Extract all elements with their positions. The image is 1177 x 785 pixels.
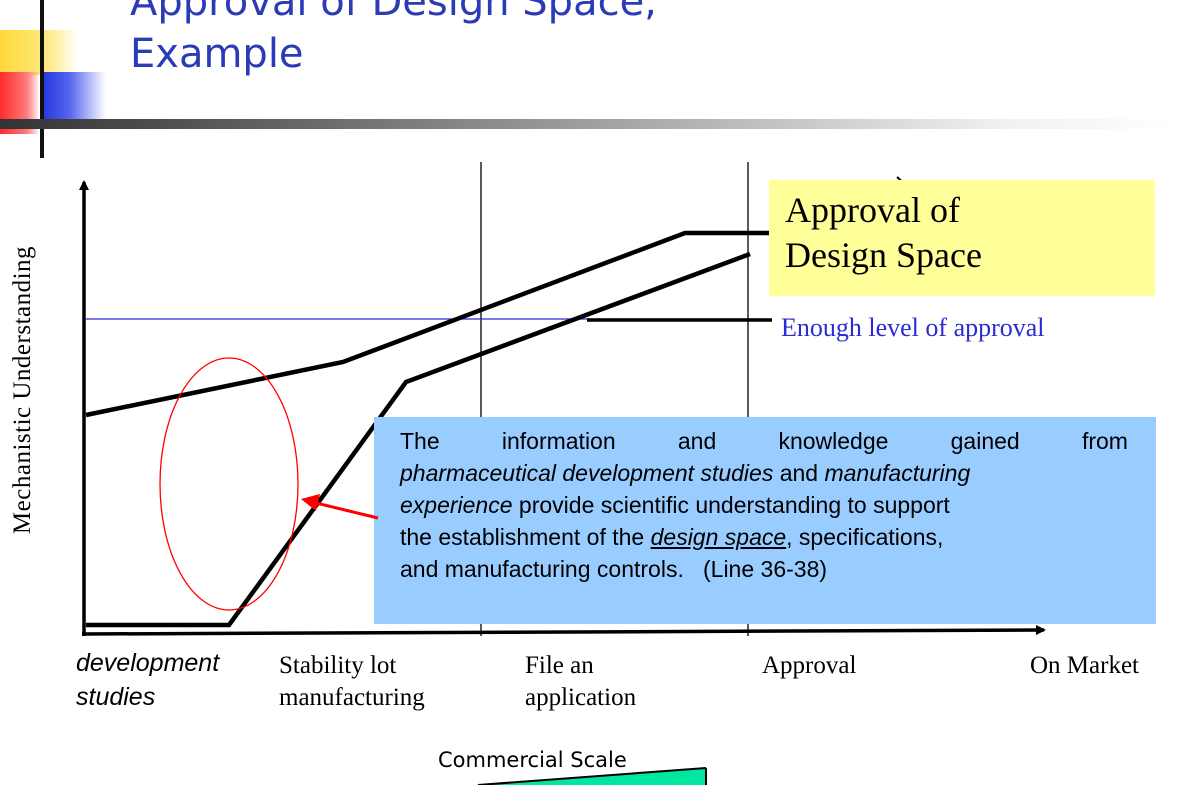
slide-title: Approval of Design Space, Example xyxy=(130,0,657,80)
info-italic-text: manufacturing xyxy=(824,460,971,486)
info-word: The xyxy=(400,428,440,454)
x-axis xyxy=(81,625,1046,636)
design-space-term: design space xyxy=(650,524,787,550)
highlight-ellipse xyxy=(159,357,299,611)
stage-label-market: On Market xyxy=(1030,650,1139,682)
title-line-1: Approval of Design Space, xyxy=(130,0,657,25)
title-line-2: Example xyxy=(130,31,304,77)
stage-label-stability: Stability lot manufacturing xyxy=(279,650,425,714)
stage-label-development: development studies xyxy=(76,646,219,714)
stage-label-line: Approval xyxy=(762,652,857,679)
commercial-scale-label: Commercial Scale xyxy=(438,748,627,772)
stage-label-line: studies xyxy=(76,683,156,711)
stage-label-line: On Market xyxy=(1030,652,1139,679)
info-line-5: and manufacturing controls. (Line 36-38) xyxy=(400,556,828,582)
info-line-3: experience provide scientific understand… xyxy=(400,489,1128,521)
info-text: provide scientific understanding to supp… xyxy=(512,492,950,518)
stage-label-line: Stability lot xyxy=(279,652,397,679)
info-text: , specifications, xyxy=(786,524,944,550)
stage-label-approval: Approval xyxy=(762,650,856,682)
info-italic-text: experience xyxy=(400,492,513,518)
info-word: gained xyxy=(950,428,1020,454)
info-text: and xyxy=(773,460,825,486)
decor-yellow-block xyxy=(0,30,78,75)
info-word: and xyxy=(677,428,717,454)
approval-design-space-box: Approval of Design Space xyxy=(769,180,1155,296)
stage-label-line: File an xyxy=(525,652,594,679)
info-word: from xyxy=(1081,428,1128,454)
decor-blue-block xyxy=(40,72,106,122)
info-word: information xyxy=(501,428,616,454)
info-italic-text: pharmaceutical development studies xyxy=(400,460,774,486)
info-line-1: The information and knowledge gained fro… xyxy=(400,425,1128,457)
stage-label-line: manufacturing xyxy=(279,684,425,711)
commercial-scale-edge xyxy=(477,767,707,785)
decor-vertical-line xyxy=(40,0,44,158)
upper-understanding-curve xyxy=(85,230,773,418)
stage-label-line: development xyxy=(76,649,220,677)
title-divider xyxy=(0,119,1177,129)
info-line-4: the establishment of the design space, s… xyxy=(400,521,1128,553)
info-word: knowledge xyxy=(778,428,889,454)
info-text: the establishment of the xyxy=(400,524,651,550)
info-line-2: pharmaceutical development studies and m… xyxy=(400,457,1128,489)
info-italic-underlined-text: design space xyxy=(651,524,787,550)
info-callout-box: The information and knowledge gained fro… xyxy=(374,417,1156,624)
approval-box-line-2: Design Space xyxy=(785,235,982,275)
stage-label-line: application xyxy=(525,684,637,711)
threshold-label: Enough level of approval xyxy=(781,313,1045,342)
approval-box-line-1: Approval of xyxy=(785,190,960,230)
stage-label-file: File an application xyxy=(525,650,636,714)
